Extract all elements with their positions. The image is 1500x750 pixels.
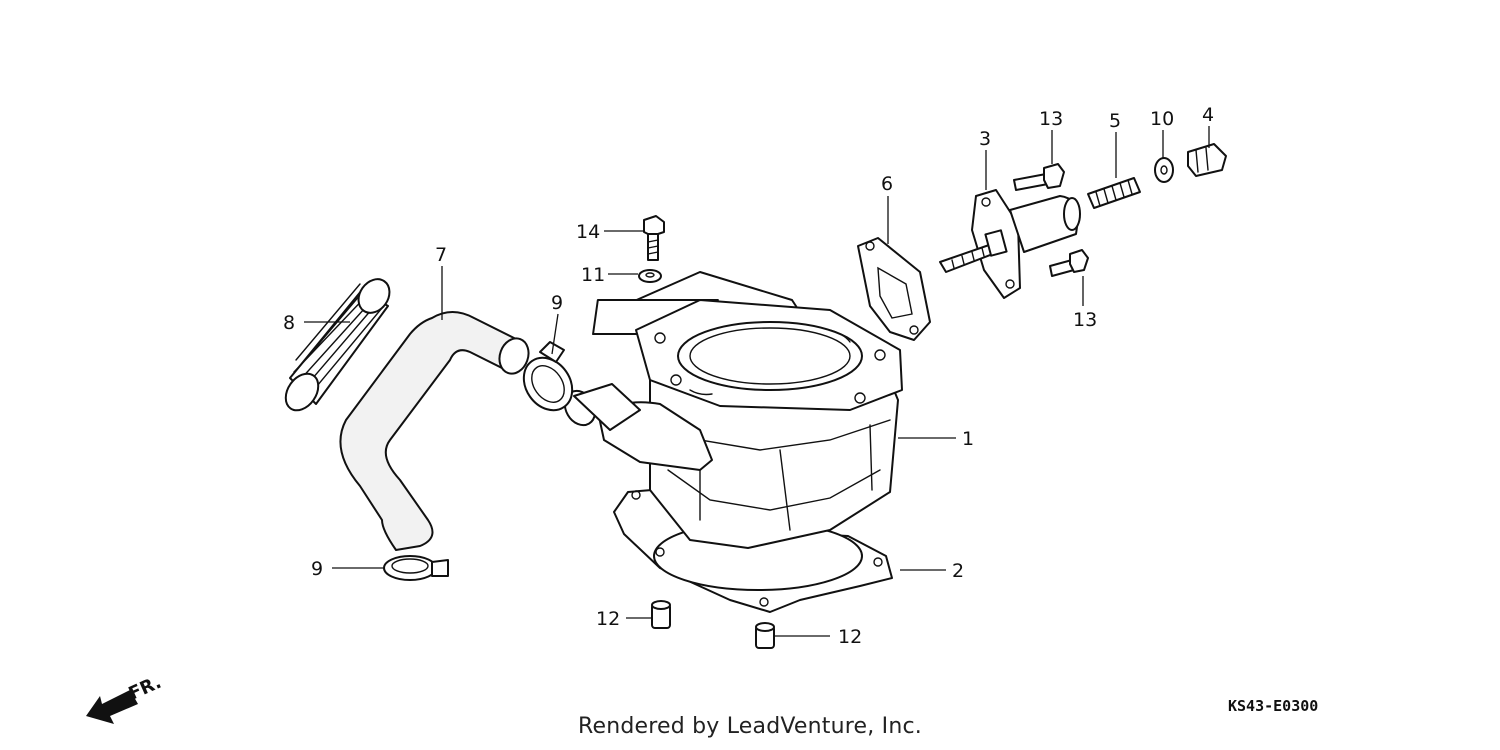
callout-12-right: 12: [838, 626, 862, 648]
front-direction-label: FR.: [125, 672, 164, 705]
callout-13-top: 13: [1039, 108, 1063, 130]
callout-3: 3: [979, 128, 991, 150]
cam-chain-tensioner: [939, 189, 1081, 299]
dowel-pin-right: [755, 622, 775, 649]
washer-11: [638, 269, 662, 283]
hose-clamp-top: [522, 341, 574, 412]
hose-clamp-bottom: [383, 555, 449, 581]
callout-8: 8: [283, 312, 295, 334]
hose-protector-coil: [284, 278, 391, 412]
dowel-pin-left: [651, 600, 671, 629]
callout-12-left: 12: [596, 608, 620, 630]
diagram-code: KS43-E0300: [1228, 697, 1319, 715]
callout-7: 7: [435, 244, 447, 266]
tensioner-bolt-4: [1187, 143, 1227, 177]
tensioner-spring: [1087, 177, 1141, 209]
callout-14: 14: [576, 221, 600, 243]
bolt-14: [643, 215, 665, 261]
sealing-washer-10: [1154, 157, 1174, 183]
callout-2: 2: [952, 560, 964, 582]
callout-9-top: 9: [551, 292, 563, 314]
callout-5: 5: [1109, 110, 1121, 132]
callout-13-bottom: 13: [1073, 309, 1097, 331]
footer-credit: Rendered by LeadVenture, Inc.: [578, 714, 922, 739]
callout-4: 4: [1202, 104, 1214, 126]
callout-11: 11: [581, 264, 605, 286]
tensioner-gasket: [857, 237, 931, 341]
callout-10: 10: [1150, 108, 1174, 130]
front-arrow-icon: [86, 690, 138, 724]
callout-6: 6: [881, 173, 893, 195]
bolt-13-bottom: [1049, 249, 1089, 277]
callouts: 1 2 3 4 5 6 7 8 9 9 10 11 12 12 13 13 14: [283, 104, 1214, 648]
cylinder: [563, 271, 903, 549]
water-hose: [339, 311, 530, 551]
callout-1: 1: [962, 428, 974, 450]
callout-9-bottom: 9: [311, 558, 323, 580]
bolt-13-top: [1013, 163, 1065, 191]
leader-lines: [304, 126, 1210, 637]
